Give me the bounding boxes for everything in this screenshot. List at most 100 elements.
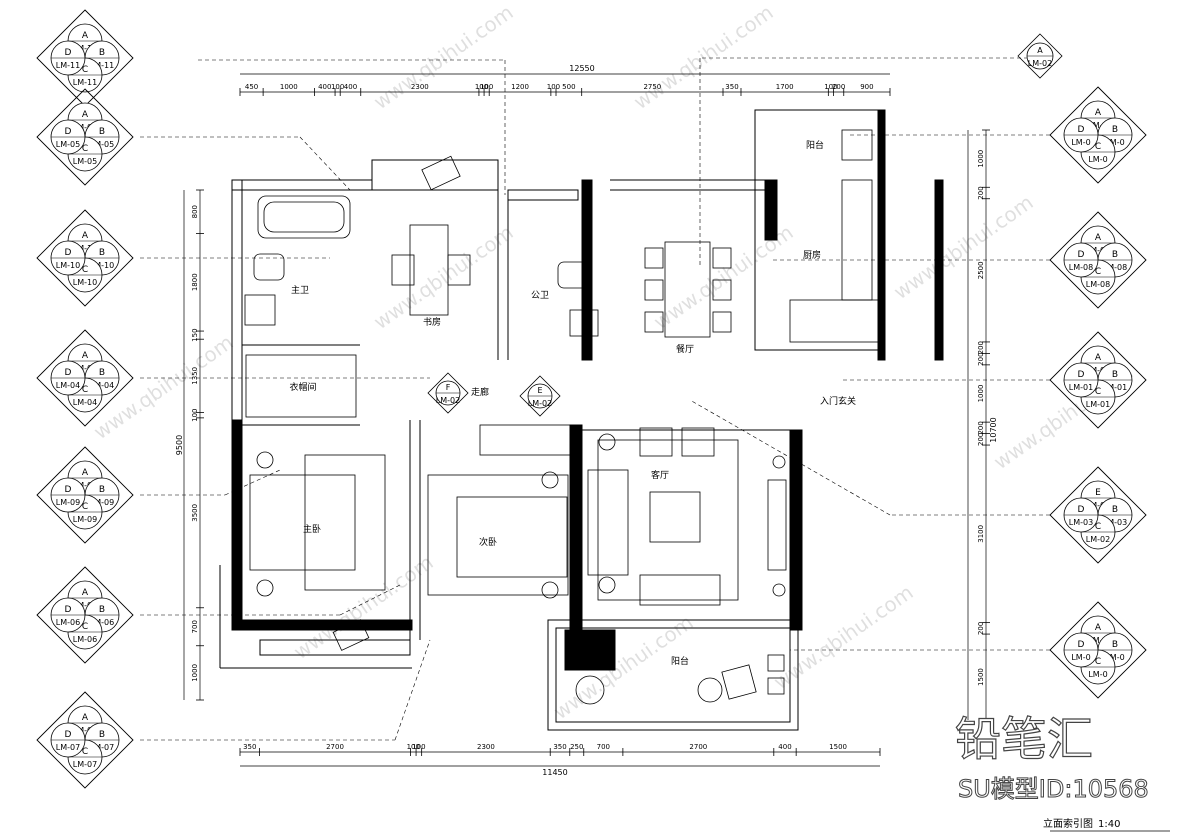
symbol-letter: A <box>1095 108 1102 118</box>
symbol-letter: C <box>1095 142 1101 152</box>
room-kitchen: 厨房 <box>803 249 821 261</box>
dim-label: 100 <box>407 743 420 751</box>
dim-label: 2300 <box>411 83 429 91</box>
symbol-letter: C <box>82 747 88 757</box>
dim-label: 400 <box>318 83 331 91</box>
master-bed <box>249 474 356 571</box>
dim-label: 350 <box>553 743 566 751</box>
symbol-code: LM-05 <box>73 157 97 166</box>
symbol-letter: B <box>99 127 105 137</box>
symbol-letter: A <box>82 110 89 120</box>
symbol-letter: B <box>99 605 105 615</box>
symbol-code: LM-0 <box>1088 636 1107 645</box>
symbol-code: LM-04 <box>73 364 97 373</box>
dim-label: 1000 <box>977 385 985 403</box>
symbol-code: LM-01 <box>1086 400 1110 409</box>
dim-label: 3100 <box>977 525 985 543</box>
dim-label: 200 <box>977 622 985 635</box>
symbol-letter: D <box>65 368 72 378</box>
symbol-code: LM-09 <box>90 498 114 507</box>
potted-plant <box>575 675 605 705</box>
symbol-letter: B <box>1112 640 1118 650</box>
dim-label: 100 <box>475 83 488 91</box>
symbol-code: LM-10 <box>56 261 80 270</box>
symbol-letter: C <box>82 144 88 154</box>
symbol-letter: B <box>99 48 105 58</box>
room-dining: 餐厅 <box>676 343 694 355</box>
second-bed <box>456 496 568 578</box>
svg-text:LM-02: LM-02 <box>436 396 460 405</box>
symbol-code: LM-09 <box>56 498 80 507</box>
symbol-letter: E <box>1095 488 1101 498</box>
walls <box>219 109 944 731</box>
symbol-letter: C <box>82 622 88 632</box>
watermark-site-9: www.qbihui.com <box>629 0 778 114</box>
dim-label: 200 <box>977 186 985 199</box>
symbol-code: LM-01 <box>1069 383 1093 392</box>
symbol-code: LM-02 <box>1086 535 1110 544</box>
room-balcony-top: 阳台 <box>806 139 824 151</box>
watermark-site-5: www.qbihui.com <box>289 550 438 664</box>
dim-label: 900 <box>860 83 873 91</box>
symbol-letter: A <box>82 31 89 41</box>
symbol-code: LM-10 <box>90 261 114 270</box>
dim-label: 2300 <box>477 743 495 751</box>
dim-label: 100 <box>824 83 837 91</box>
symbol-letter: B <box>1112 505 1118 515</box>
dim-label: 100 <box>191 408 199 421</box>
dim-label: 1000 <box>191 664 199 682</box>
dim-label: 250 <box>570 743 583 751</box>
second-bed-rug <box>427 474 569 596</box>
living-rug <box>597 439 739 601</box>
symbol-letter: A <box>82 468 89 478</box>
symbol-letter: D <box>65 127 72 137</box>
symbol-code: LM-0 <box>1105 653 1124 662</box>
symbol-letter: D <box>1078 370 1085 380</box>
room-study: 书房 <box>423 316 441 328</box>
symbol-code: LM-08 <box>1086 280 1110 289</box>
symbol-letter: C <box>1095 522 1101 532</box>
symbol-code: LM-08 <box>1069 263 1093 272</box>
svg-text:LM-02: LM-02 <box>528 399 552 408</box>
dim-label: 1000 <box>977 150 985 168</box>
symbol-code: LM-0 <box>1071 138 1090 147</box>
symbol-code: LM-04 <box>90 381 114 390</box>
dim-label: 2700 <box>689 743 707 751</box>
symbol-code: LM-08 <box>1103 263 1127 272</box>
overall-dim-bottom: 11450 <box>542 768 567 777</box>
symbol-letter: C <box>82 385 88 395</box>
symbol-code: LM-07 <box>90 743 114 752</box>
symbol-code: LM-11 <box>73 78 97 87</box>
symbol-code: LM-04 <box>56 381 80 390</box>
closet-shelves <box>245 354 357 418</box>
symbol-letter: C <box>82 65 88 75</box>
symbol-code: LM-11 <box>73 44 97 53</box>
symbol-letter: D <box>1078 640 1085 650</box>
dim-label: 200 <box>977 433 985 446</box>
svg-text:E: E <box>537 386 542 395</box>
drawing-title: 立面索引图 <box>1043 817 1093 830</box>
room-corridor: 走廊 <box>471 386 489 398</box>
symbol-code: LM-08 <box>1086 246 1110 255</box>
room-master-bath: 主卫 <box>291 284 309 296</box>
symbol-letter: D <box>1078 505 1085 515</box>
dim-label: 3500 <box>191 504 199 522</box>
symbol-code: LM-01 <box>1086 366 1110 375</box>
symbol-code: LM-02 <box>1086 501 1110 510</box>
symbol-letter: D <box>65 730 72 740</box>
leader-lines <box>140 57 1050 741</box>
dim-label: 700 <box>597 743 610 751</box>
room-balcony-bottom: 阳台 <box>671 655 689 667</box>
dim-label: 200 <box>977 421 985 434</box>
symbol-code: LM-0 <box>1088 670 1107 679</box>
sink-master <box>244 294 276 326</box>
